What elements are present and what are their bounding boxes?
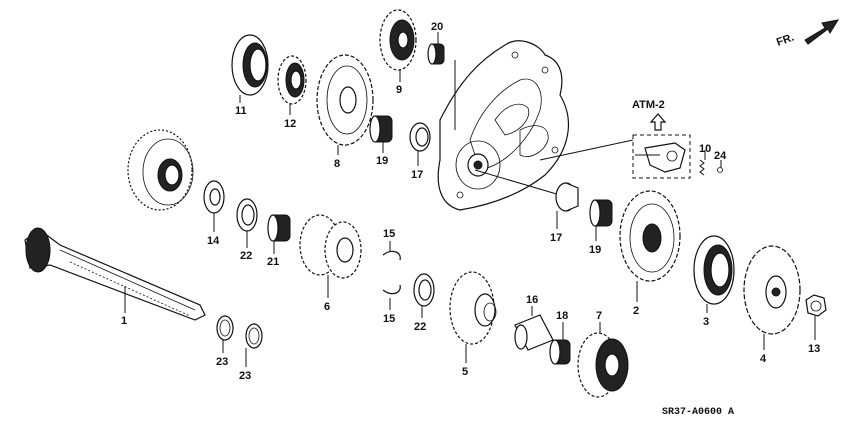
- callout-23b: 23: [239, 370, 251, 382]
- part-2-gear: [619, 190, 681, 282]
- atm-reference: ATM-2: [632, 99, 723, 179]
- part-22b-washer: [413, 273, 435, 307]
- callout-1: 1: [121, 315, 127, 327]
- part-8-gear: [316, 54, 374, 146]
- part-3-sleeve: [693, 235, 735, 305]
- front-direction-arrow: FR.: [775, 19, 840, 49]
- callout-23a: 23: [216, 356, 228, 368]
- callout-15b: 15: [383, 313, 395, 325]
- callout-20: 20: [431, 21, 443, 33]
- callout-13: 13: [808, 343, 820, 355]
- front-direction-label: FR.: [775, 31, 796, 48]
- part-19b-bearing: [589, 199, 613, 227]
- callout-2: 2: [633, 305, 639, 317]
- part-14-washer: [203, 180, 225, 214]
- part-6-gear: [299, 214, 362, 279]
- callout-21: 21: [267, 256, 279, 268]
- callout-19a: 19: [376, 155, 388, 167]
- part-22a-washer: [236, 198, 258, 232]
- part-7-gear: [577, 332, 629, 398]
- atm-reference-label: ATM-2: [632, 99, 665, 111]
- callout-18: 18: [556, 310, 568, 322]
- atm-up-arrow-icon: [649, 113, 667, 131]
- callout-8: 8: [334, 158, 340, 170]
- callout-7: 7: [596, 310, 602, 322]
- part-1-mainshaft: [24, 227, 206, 321]
- callout-19b: 19: [589, 244, 601, 256]
- part-16-collar: [514, 314, 554, 351]
- callout-3: 3: [703, 316, 709, 328]
- part-4-plate: [743, 245, 801, 335]
- part-9-gear: [379, 9, 417, 71]
- callout-22a: 22: [240, 250, 252, 262]
- part-23-rings: [216, 315, 263, 349]
- callout-4: 4: [760, 353, 767, 365]
- diagram-code: SR37-A0600 A: [662, 407, 734, 418]
- callout-12: 12: [284, 118, 296, 130]
- callout-24: 24: [714, 150, 727, 162]
- callout-14: 14: [207, 235, 220, 247]
- part-12-small-gear: [277, 55, 307, 105]
- callout-11: 11: [235, 105, 247, 117]
- leader-lines: [124, 32, 816, 367]
- callout-9: 9: [396, 84, 402, 96]
- case-cover: [437, 40, 569, 211]
- part-17b-collar: [555, 182, 579, 212]
- part-11-sleeve: [231, 34, 269, 96]
- part-17a-collar: [409, 122, 431, 152]
- callout-17b: 17: [550, 232, 562, 244]
- callout-17a: 17: [411, 169, 423, 181]
- front-arrow-icon: [804, 19, 840, 45]
- callout-10: 10: [699, 143, 711, 155]
- ball-part: [717, 167, 723, 173]
- callout-16: 16: [526, 294, 538, 306]
- clutch-drum: [127, 129, 194, 211]
- callout-5: 5: [462, 366, 468, 378]
- callout-22b: 22: [414, 321, 426, 333]
- spring-part: [699, 159, 705, 176]
- part-20-bearing: [427, 43, 445, 65]
- part-13-nut: [805, 294, 827, 317]
- part-19a-bearing: [369, 115, 393, 143]
- callouts: 11 12 8 9 20 19 17 10 24 14 22 21 6 1 23…: [121, 21, 820, 382]
- part-5-gear: [449, 271, 497, 345]
- part-18-bearing: [549, 339, 571, 365]
- callout-6: 6: [324, 301, 330, 313]
- callout-15a: 15: [383, 228, 395, 240]
- part-21-bearing: [267, 214, 291, 242]
- part-15-cotters: [382, 250, 401, 295]
